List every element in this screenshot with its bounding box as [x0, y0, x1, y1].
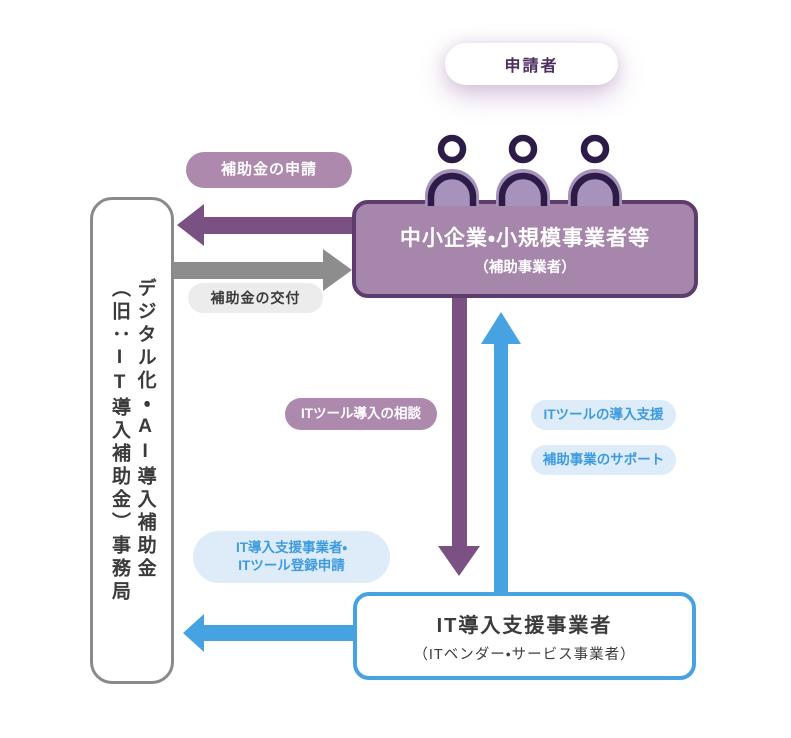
person-icon	[425, 134, 479, 206]
office-box-title-column1: デジタル化・AI導入補助金	[134, 277, 156, 581]
vendor-registration-label-line1: IT導入支援事業者・	[235, 539, 348, 555]
vendor-registration-arrow	[203, 625, 354, 641]
applicant-badge-label: 申請者	[504, 58, 559, 75]
tool-consultation-arrow	[452, 298, 467, 546]
office-box-title: デジタル化・AI導入補助金 （旧：IT導入補助金）事務局	[106, 278, 157, 604]
vendor-registration-label-line2: ITツール登録申請	[238, 558, 345, 573]
applicant-badge: 申請者	[445, 43, 618, 85]
office-box-title-column2: （旧：IT導入補助金）事務局	[109, 277, 130, 604]
sme-box-subtitle: （補助事業者）	[474, 259, 576, 276]
vendor-box-title: IT導入支援事業者	[436, 614, 613, 637]
sme-box: 中小企業・小規模事業者等 （補助事業者）	[352, 200, 698, 298]
tool-consultation-label-text: ITツール導入の相談	[301, 405, 421, 421]
subsidy-application-arrowhead-left-icon	[177, 204, 204, 246]
project-support-label-text: 補助事業のサポート	[542, 451, 665, 467]
tool-support-arrow	[494, 344, 508, 592]
person-icon	[496, 134, 550, 206]
tool-support-arrowhead-up-icon	[481, 312, 521, 344]
tool-consultation-arrowhead-down-icon	[438, 546, 480, 576]
tool-support-label: ITツールの導入支援	[531, 400, 676, 430]
project-support-label: 補助事業のサポート	[531, 445, 676, 475]
subsidy-grant-label: 補助金の交付	[188, 283, 323, 313]
subsidy-application-arrow	[203, 217, 352, 234]
tool-consultation-label: ITツール導入の相談	[285, 398, 437, 430]
subsidy-application-label-text: 補助金の申請	[220, 160, 317, 178]
subsidy-grant-label-text: 補助金の交付	[210, 289, 301, 306]
subsidy-grant-arrow	[174, 262, 323, 279]
sme-box-title: 中小企業・小規模事業者等	[399, 226, 651, 250]
tool-support-label-text: ITツールの導入支援	[543, 406, 664, 422]
person-icon	[568, 134, 622, 206]
vendor-box: IT導入支援事業者 （ITベンダー・サービス事業者）	[353, 592, 696, 680]
vendor-registration-label: IT導入支援事業者・ ITツール登録申請	[193, 531, 390, 583]
subsidy-grant-arrowhead-right-icon	[323, 249, 352, 291]
applicants-people-icon	[425, 134, 622, 206]
vendor-registration-arrowhead-left-icon	[183, 614, 204, 652]
subsidy-application-label: 補助金の申請	[186, 152, 352, 188]
office-box: デジタル化・AI導入補助金 （旧：IT導入補助金）事務局	[90, 197, 174, 684]
vendor-box-subtitle: （ITベンダー・サービス事業者）	[413, 646, 636, 663]
